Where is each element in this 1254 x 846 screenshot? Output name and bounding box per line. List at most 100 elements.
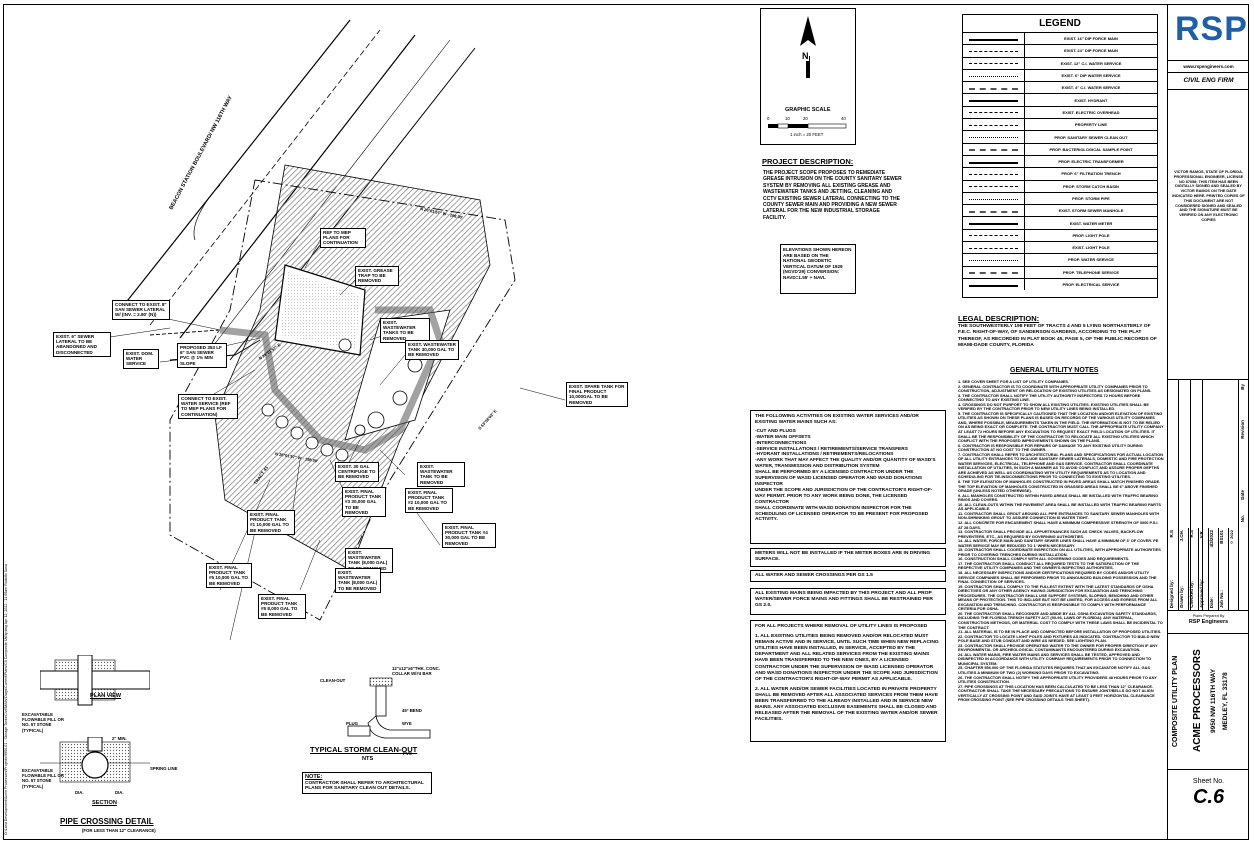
utility-note-item: 9. ALL MANHOLES CONSTRUCTED WITHIN PAVED…	[958, 492, 1159, 503]
callout-wastewater-tanks: EXIST. WASTEWATER TANKS TO BE REMOVED	[380, 318, 430, 343]
prepared-by-name: RSP Engineers	[1188, 619, 1229, 626]
legend-label: EXIST. 6" DIP WATER SERVICE	[1061, 73, 1121, 79]
utility-note-item: 14. ALL WATER, FORCE MAIN AND SANITARY S…	[958, 538, 1159, 548]
activities-box: THE FOLLOWING ACTIVITIES ON EXISTING WAT…	[750, 410, 946, 544]
project-info-row: Checked by:R.S	[1188, 528, 1199, 610]
legend-row: PROP. STORM CATCH BASIN	[963, 179, 1157, 192]
activities-p2: UNDER THE SCOPE AND JURISDICTION OF THE …	[755, 487, 933, 505]
legend-label: EXIST. 4" C.I. WATER SERVICE	[1061, 85, 1121, 91]
legend-symbol-line	[969, 112, 1018, 114]
callout-centrifuge: EXIST. 30 GAL CENTRIFUGE TO BE REMOVED	[335, 462, 379, 482]
legend-symbol-line	[969, 50, 1018, 52]
sheet-no-label: Sheet No.	[1192, 778, 1225, 785]
site-plan-drawing: BEACON STATION BOULEVARD/ NW 116TH WAY N…	[89, 19, 566, 641]
legend-row: EXIST. 24" DIP FORCE MAIN	[963, 44, 1157, 57]
arch-note-text: CONTRACTOR SHALL REFER TO ARCHITECTURAL …	[305, 780, 424, 792]
utility-note-item: 23. CONTRACTOR SHALL PROVIDE OPERATING W…	[958, 642, 1158, 653]
sheet-title-area: COMPOSITE UTILITY PLAN ACME PROCESSORS 9…	[1168, 634, 1249, 770]
restrained-note-box: ALL EXISTING MAINS BEING IMPACTED BY THI…	[750, 588, 946, 615]
legend-row: EXIST. 4" C.I. WATER SERVICE	[963, 81, 1157, 94]
legend-label: EXIST. HYDRANT	[1074, 97, 1108, 103]
callout-final-tank-1: EXIST. FINAL PRODUCT TANK #1 10,000 GAL …	[247, 510, 295, 535]
legend-symbol-line	[969, 235, 1018, 237]
seal-text: VICTOR RAMOS, STATE OF FLORIDA, PROFESSI…	[1168, 90, 1249, 380]
elevations-note-box: ELEVATIONS SHOWN HEREON ARE BASED ON THE…	[780, 244, 856, 294]
legend-row: EXIST. 12" C.I. WATER SERVICE	[963, 56, 1157, 69]
callout-wastewater-tank: EXIST. WASTEWATER TANK TO BE REMOVED	[417, 462, 465, 487]
legend-symbol-line	[969, 247, 1018, 249]
legend-symbol-icon	[963, 155, 1025, 168]
callout-wastewater-8k-b: EXIST. WASTEWATER TANK (8,000 GAL) TO BE…	[335, 568, 381, 593]
scale-tick-0: 0	[767, 116, 770, 121]
svg-text:S 63°58'03" E: S 63°58'03" E	[477, 408, 498, 430]
removal-heading: FOR ALL PROJECTS WHERE REMOVAL OF UTILIT…	[755, 624, 928, 629]
project-info-key: Date:	[1209, 596, 1214, 608]
pipe-crossing-plan-svg	[40, 655, 150, 706]
legend-row: PROP. ELECTRICAL SERVICE	[963, 277, 1157, 291]
arch-note-box: NOTE: CONTRACTOR SHALL REFER TO ARCHITEC…	[302, 772, 432, 794]
collar-label: 12"x12"x6"THK. CONC. COLLAR W/#4 BAR	[392, 666, 440, 677]
section-title: SECTION	[92, 800, 117, 806]
project-info-value: R.S	[1169, 530, 1174, 538]
legend-row: PROP. WATER SERVICE	[963, 253, 1157, 266]
utility-note-item: 11. CONTRACTOR SHALL GROUT AROUND ALL PI…	[958, 510, 1160, 521]
rev-col-date	[1190, 380, 1203, 610]
activity-bullet: -ANY WORK THAT MAY AFFECT THE QUALITY AN…	[755, 458, 936, 470]
callout-wastewater-30k: EXIST. WASTEWATER TANK 30,000 GAL TO BE …	[405, 340, 459, 360]
website[interactable]: www.rspengineers.com	[1168, 61, 1249, 73]
storm-cleanout-svg	[347, 677, 431, 739]
legend-label: PROP. BACTERIOLOGICAL SAMPLE POINT	[1049, 146, 1133, 152]
legend-symbol-icon	[963, 57, 1025, 69]
legend-row: EXIST. LIGHT POLE	[963, 241, 1157, 254]
legend-symbol-line	[969, 38, 1018, 41]
legend-label: PROP. ELECTRIC TRANSFORMER	[1058, 159, 1124, 165]
legend-row: PROP. BACTERIOLOGICAL SAMPLE POINT	[963, 142, 1157, 155]
legend-label: PROP. STORM CATCH BASIN	[1063, 183, 1119, 189]
utility-notes-heading: GENERAL UTILITY NOTES	[1010, 367, 1099, 374]
pipe-crossing-subtitle: (FOR LESS THAN 12" CLEARANCE)	[82, 828, 156, 833]
legend-symbol-line	[969, 161, 1018, 164]
legend-row: EXIST. STORM SEWER MANHOLE	[963, 204, 1157, 217]
file-path-note: O:\Land Development\Acme Processors\Proj…	[4, 564, 8, 835]
legend-row: EXIST. 6" DIP WATER SERVICE	[963, 68, 1157, 82]
legend-symbol-icon	[963, 254, 1025, 266]
utility-note-item: 24. ALL WATER MAINS, FIRE WATER MAINS AN…	[958, 651, 1152, 666]
legend-symbol-icon	[963, 106, 1025, 119]
fill-label-section: EXCAVATABLE FLOWABLE FILL OR NO. 57 STON…	[22, 768, 64, 789]
rsp-logo: RSP	[1175, 10, 1248, 48]
legend-label: PROP. LIGHT POLE	[1072, 232, 1110, 238]
callout-final-tank-2: EXIST. FINAL PRODUCT TANK #2 10,000 GAL …	[405, 488, 453, 513]
utility-note-item: 13. CONTRACTOR SHALL PROVIDE ALL APPURTE…	[958, 529, 1144, 539]
sheet-no: C.6	[1192, 786, 1225, 808]
project-info-key: Designed by:	[1169, 579, 1174, 608]
sheet-title: COMPOSITE UTILITY PLAN	[1172, 655, 1179, 748]
utility-note-item: 12. ALL CONCRETE FOR ENCASEMENT SHALL HA…	[958, 519, 1159, 530]
legend-symbol-icon	[963, 168, 1025, 180]
activity-bullet: -HYDRANT INSTALLATIONS / RETIREMENTS/REL…	[755, 452, 894, 458]
utility-note-item: 25. CHAPTER 556.000 OF THE FLORIDA STATU…	[958, 665, 1150, 675]
activity-bullet: -CUT AND PLUGS	[755, 428, 796, 434]
utility-note-item: 20. THE CONTRACTOR SHALL RECOGNIZE AND A…	[958, 610, 1163, 630]
dia-label-2: DIA.	[115, 790, 124, 795]
callout-final-tank-5a: EXIST. FINAL PRODUCT TANK #5 10,000 GAL …	[206, 563, 252, 588]
legal-description-text: THE SOUTHWESTERLY 198 FEET OF TRACTS 4 A…	[958, 324, 1157, 349]
legend-symbol-icon	[963, 45, 1025, 57]
activity-bullet: -WATER MAIN OFFSETS	[755, 434, 811, 440]
legend-row: EXIST. WATER METER	[963, 216, 1157, 229]
graphic-scale-bar	[768, 123, 847, 129]
removal-p2: 2. ALL WATER AND/OR SEWER FACILITIES LOC…	[755, 686, 938, 723]
legend-row: PROP. TELEPHONE SERVICE	[963, 265, 1157, 278]
callout-spare-tank: EXIST. SPARE TANK FOR FINAL PRODUCT 10,0…	[566, 382, 628, 407]
utility-note-item: 7. CONTRACTOR SHALL REFER TO ARCHITECTUR…	[958, 451, 1164, 480]
legend-symbol-line	[969, 198, 1018, 200]
utility-note-item: 8. THE TOP ELEVATION OF MANHOLES CONSTRU…	[958, 479, 1161, 494]
project-info-row: Approved by:V.R.	[1198, 528, 1209, 610]
firm-name: CIVIL ENG FIRM	[1168, 73, 1249, 90]
utility-note-item: 17. THE CONTRACTOR SHALL CONDUCT ALL REQ…	[958, 560, 1140, 571]
legend-symbol-icon	[963, 94, 1025, 106]
activities-bullets: -CUT AND PLUGS-WATER MAIN OFFSETS-INTERC…	[755, 429, 941, 470]
north-arrow-icon	[800, 16, 816, 78]
activity-bullet: -SERVICE INSTALLATIONS / RETIREMENTS/SER…	[755, 446, 908, 452]
